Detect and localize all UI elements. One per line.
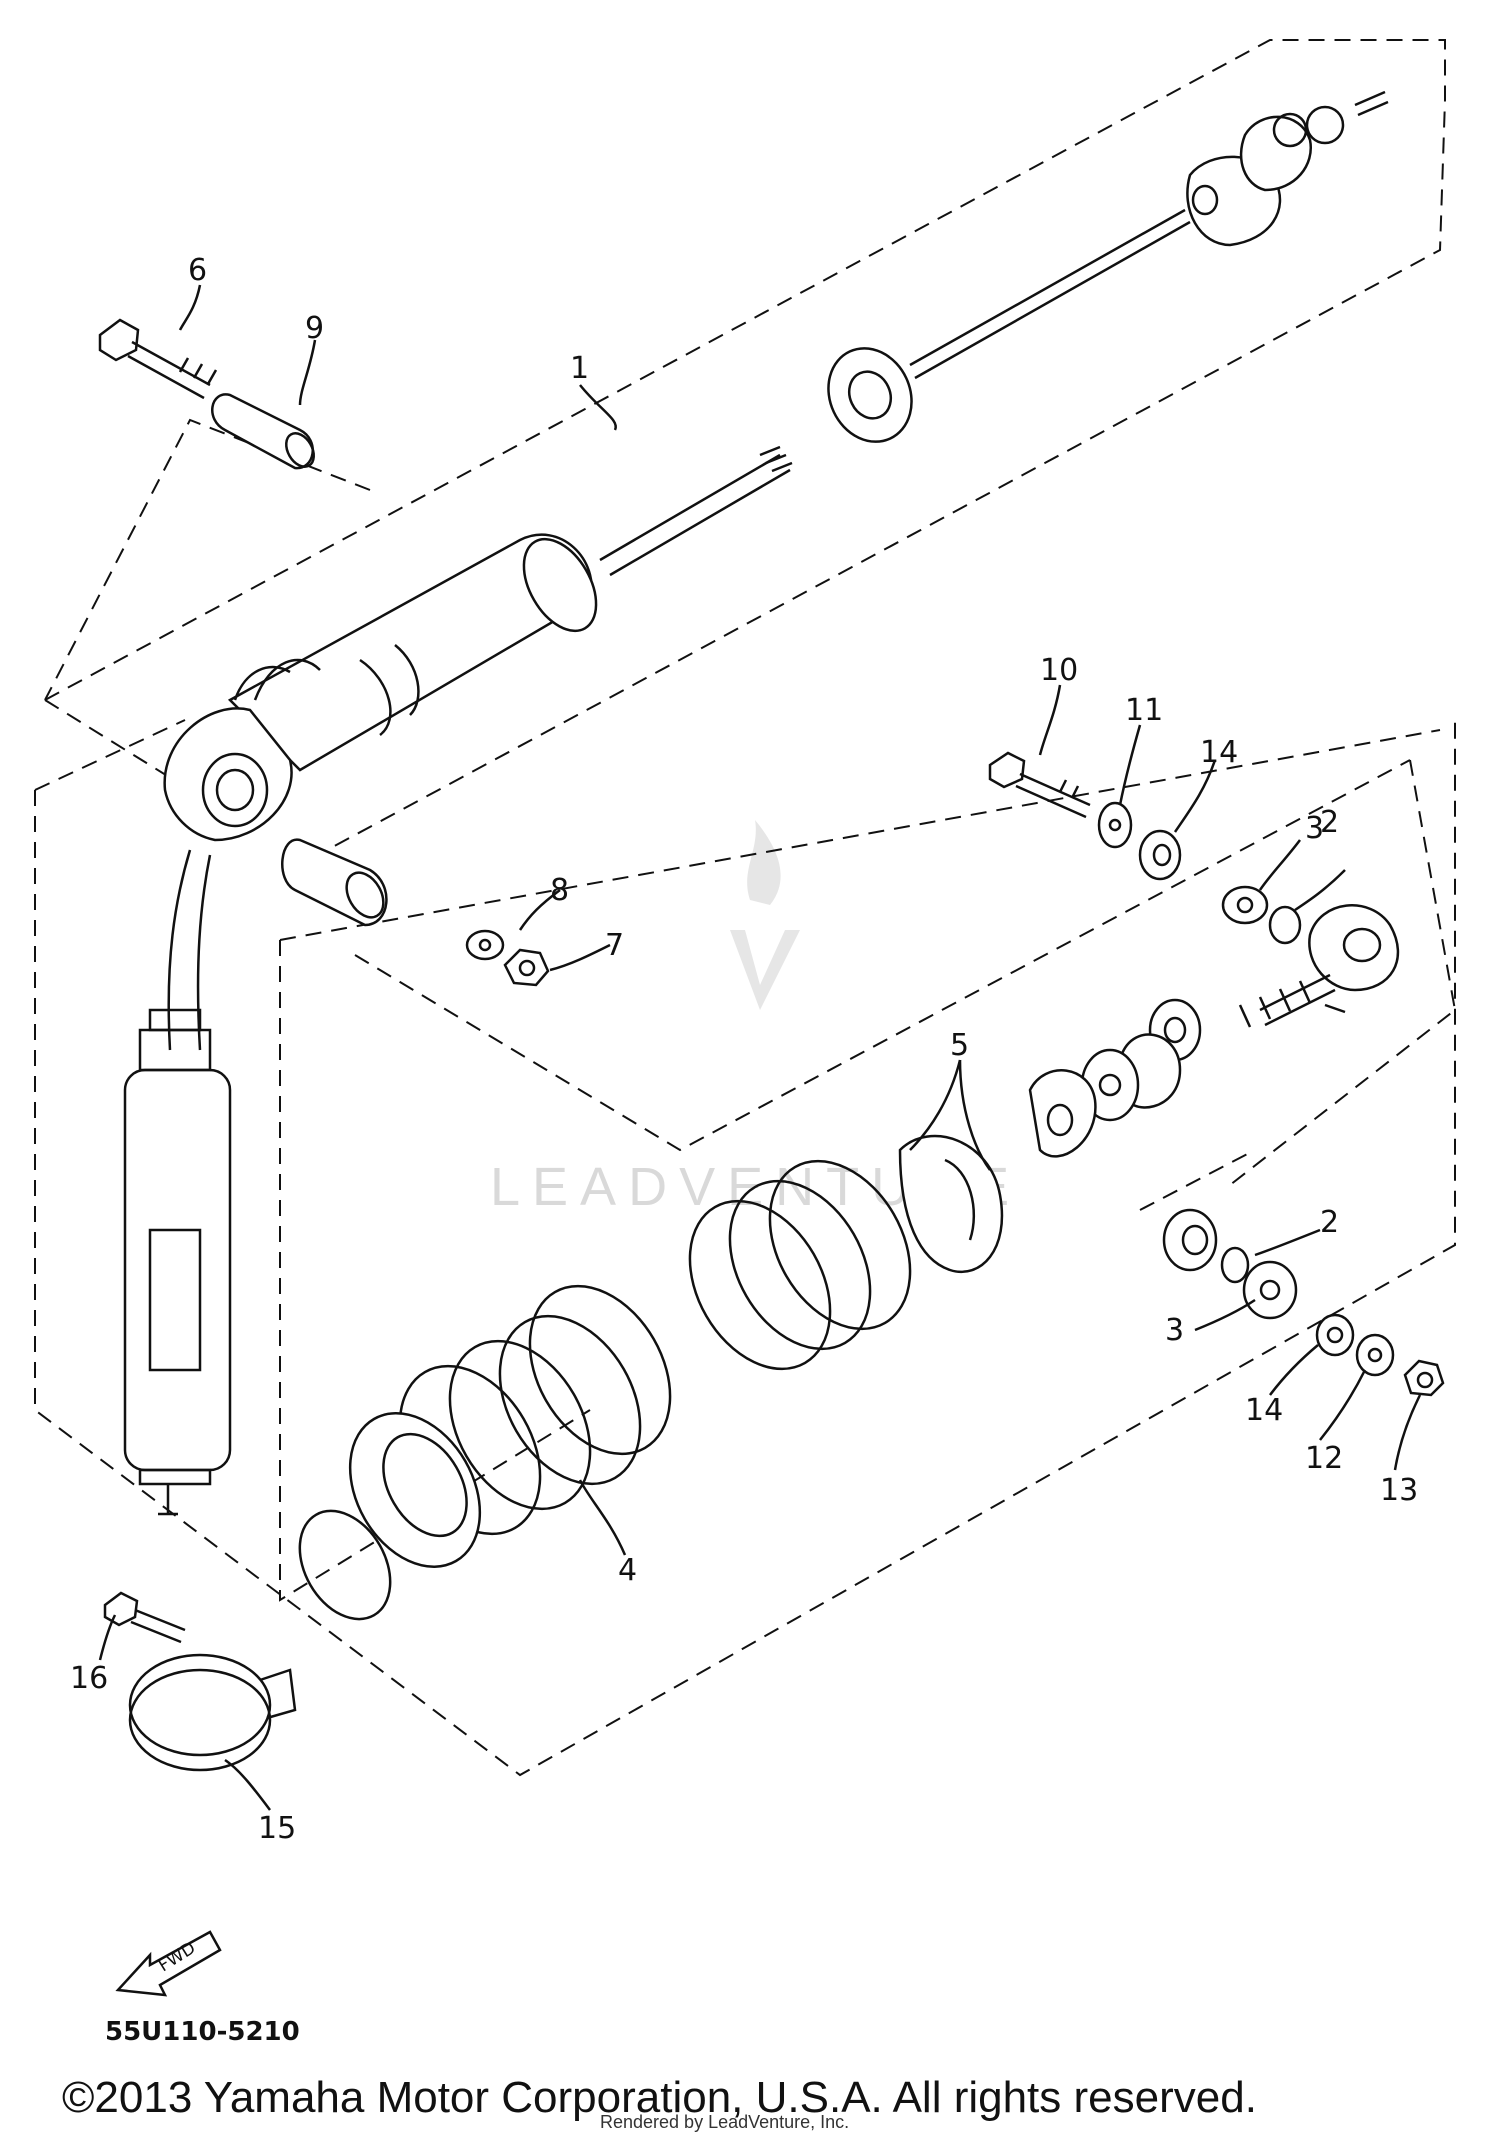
callout-16: 16 [70, 1661, 108, 1696]
callout-6: 6 [188, 253, 207, 288]
diagram-code: 55U110-5210 [105, 2017, 300, 2047]
callout-9: 9 [305, 311, 324, 346]
leader-lines [98, 284, 1422, 1811]
circlip-2-upper [1268, 905, 1302, 945]
callout-4: 4 [618, 1553, 637, 1588]
washer-8 [465, 929, 505, 961]
callout-15: 15 [258, 1811, 296, 1846]
spring-seat-5 [898, 1134, 1004, 1273]
callout-14b: 14 [1245, 1393, 1283, 1428]
collar-lower [281, 838, 388, 927]
callout-13: 13 [1380, 1473, 1418, 1508]
bolt-16 [103, 1591, 186, 1644]
callout-2a: 2 [1320, 805, 1339, 840]
washer-12 [1355, 1333, 1395, 1377]
callout-7: 7 [605, 928, 624, 963]
bolt-10 [988, 751, 1091, 819]
nut-7 [503, 948, 550, 987]
callout-5: 5 [950, 1028, 969, 1063]
band-15 [128, 1653, 297, 1772]
bushing-lower [1162, 1208, 1218, 1272]
callout-11: 11 [1125, 693, 1163, 728]
damper-rod-assembly [827, 90, 1389, 443]
spring-guide [298, 1412, 482, 1621]
copyright-text: ©2013 Yamaha Motor Corporation, U.S.A. A… [62, 2073, 1257, 2122]
callout-10: 10 [1040, 653, 1078, 688]
rod-end-eye [1238, 904, 1400, 1028]
callout-3a: 3 [1305, 811, 1324, 846]
nut-13 [1403, 1359, 1445, 1397]
assembly-outline-lower [34, 719, 1457, 1777]
callout-12: 12 [1305, 1441, 1343, 1476]
fwd-arrow-icon: FWD [115, 1930, 222, 1997]
circlip-2-lower [1220, 1246, 1250, 1284]
bushing-14-upper [1138, 829, 1182, 881]
adjuster-assembly [1028, 998, 1202, 1158]
washer-11 [1097, 801, 1133, 849]
bolt-6 [98, 318, 218, 400]
callout-1: 1 [570, 351, 589, 386]
callout-2b: 2 [1320, 1205, 1339, 1240]
callout-8: 8 [550, 873, 569, 908]
seal-3-upper [1221, 885, 1269, 925]
rendered-by-text: Rendered by LeadVenture, Inc. [600, 2112, 849, 2132]
shock-absorber-body [123, 445, 793, 1516]
callout-14a: 14 [1200, 735, 1238, 770]
callout-3b: 3 [1165, 1313, 1184, 1348]
spring-4 [398, 1159, 912, 1536]
seal-3-lower [1242, 1260, 1298, 1320]
callouts: 1 2 2 3 3 4 5 6 7 8 9 10 11 12 13 14 14 … [70, 253, 1418, 1846]
collar-9 [211, 393, 315, 470]
collar-14-lower [1315, 1313, 1355, 1357]
